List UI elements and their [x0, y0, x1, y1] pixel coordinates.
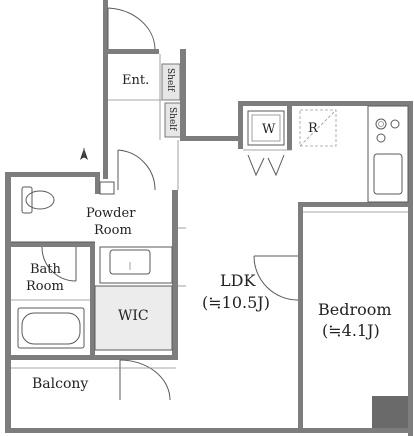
fridge-label: R: [308, 121, 319, 136]
bedroom-area-label: (≒4.1J): [322, 321, 380, 340]
powder-room-label-line1: Powder: [86, 206, 136, 221]
balcony-label: Balcony: [32, 376, 88, 392]
washer-label: W: [262, 122, 276, 137]
bath-label-line2: Room: [26, 279, 64, 294]
wic-floor: [95, 286, 172, 350]
entrance-label: Ent.: [122, 73, 149, 88]
north-arrow-icon: [80, 148, 88, 160]
bedroom-label: Bedroom: [318, 300, 392, 319]
shelf-2-label: Shelf: [167, 107, 177, 131]
shelf-1-label: Shelf: [165, 68, 175, 92]
wic-label: WIC: [118, 308, 149, 324]
walls: [5, 0, 413, 436]
ldk-area-label: (≒10.5J): [202, 293, 270, 312]
bath-label-line1: Bath: [30, 262, 62, 277]
ldk-label: LDK: [220, 271, 256, 290]
details: [11, 7, 409, 401]
powder-room-label-line2: Room: [94, 223, 132, 238]
